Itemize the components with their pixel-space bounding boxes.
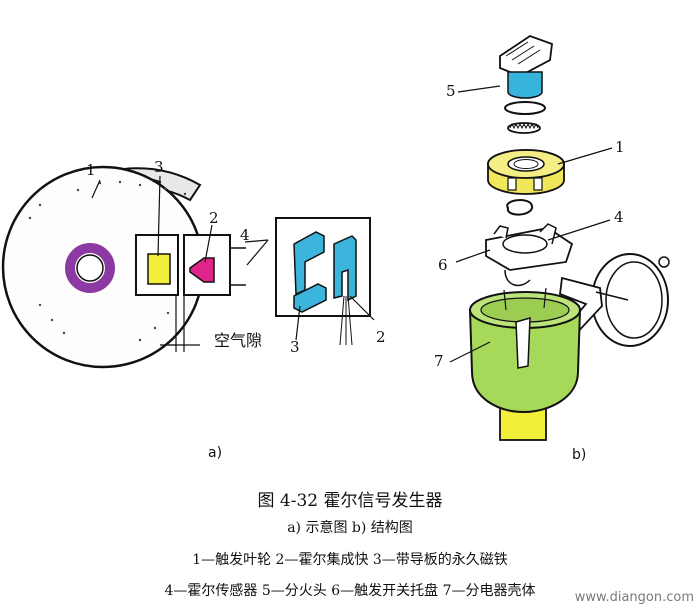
trigger-wheel-b — [487, 149, 565, 195]
trigger-switch-tray — [485, 223, 574, 287]
figure-legend-line-1: 1—触发叶轮 2—霍尔集成快 3—带导板的永久磁铁 — [192, 552, 508, 568]
label-4-hall-sensor: 4 — [240, 226, 250, 244]
guide-plate-left — [293, 231, 325, 296]
figure-subtitle: a) 示意图 b) 结构图 — [287, 520, 413, 536]
label-3-magnet-bottom: 3 — [290, 338, 300, 356]
hall-signal-generator-figure — [1, 34, 670, 441]
permanent-magnet — [147, 253, 171, 285]
hall-ic — [189, 257, 215, 283]
label-5-rotor: 5 — [446, 82, 456, 100]
watermark: www.diangon.com — [574, 590, 694, 605]
rotor-base — [507, 71, 543, 99]
trigger-wheel — [1, 165, 205, 369]
distributor-housing — [468, 287, 582, 441]
label-7-housing: 7 — [434, 352, 444, 370]
rotor — [499, 34, 553, 99]
panel-label-b: b) — [572, 447, 587, 463]
label-1-trigger-wheel-b: 1 — [615, 138, 625, 156]
label-2-hall-ic-bottom: 2 — [376, 328, 386, 346]
hub-ring — [65, 243, 115, 293]
label-air-gap: 空气隙 — [214, 331, 263, 350]
vacuum-advance-unit — [559, 253, 670, 347]
panel-label-a: a) — [208, 445, 223, 461]
label-3-magnet-top: 3 — [154, 158, 164, 176]
label-4-hall-sensor-b: 4 — [614, 208, 624, 226]
figure-title: 图 4-32 霍尔信号发生器 — [257, 491, 443, 511]
label-2-hall-ic-top: 2 — [209, 209, 219, 227]
vane-texture-dots — [28, 180, 187, 342]
label-1-trigger-wheel: 1 — [86, 161, 96, 179]
guide-plate-right — [333, 235, 357, 302]
label-6-tray: 6 — [438, 256, 448, 274]
figure-legend-line-2: 4—霍尔传感器 5—分火头 6—触发开关托盘 7—分电器壳体 — [164, 583, 536, 599]
